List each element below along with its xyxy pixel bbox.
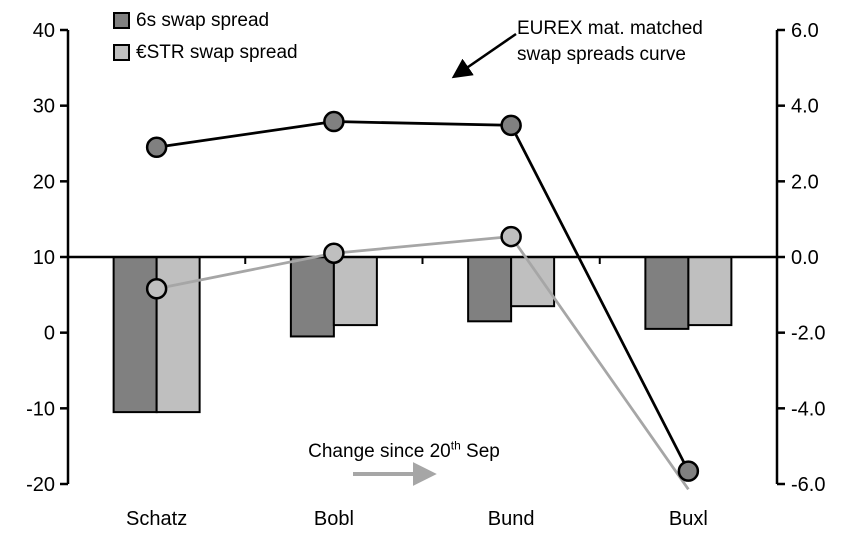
category-label-bund: Bund — [488, 508, 535, 530]
left-axis-tick-label: 10 — [33, 247, 55, 269]
bar-6s-swap-spread-bund — [467, 256, 513, 323]
plot-area: 403020100-10-206.04.02.00.0-2.0-4.0-6.0S… — [26, 20, 825, 530]
legend-item-estr: €STR swap spread — [113, 43, 298, 62]
bar-6s-swap-spread-bobl — [289, 256, 335, 338]
category-label-buxl: Buxl — [669, 508, 708, 530]
right-axis-tick-label: -2.0 — [791, 323, 825, 345]
change-annotation-text: Change since 20th Sep — [286, 438, 522, 463]
legend-swatch-6s-icon — [113, 12, 130, 29]
right-axis-tick-label: -4.0 — [791, 398, 825, 420]
chart-legend: 6s swap spread €STR swap spread — [113, 11, 298, 62]
marker-6s-swap-spread-level-buxl — [677, 460, 700, 482]
category-label-bobl: Bobl — [314, 508, 354, 530]
legend-item-6s: 6s swap spread — [113, 11, 298, 30]
marker-6s-swap-spread-level-schatz — [145, 136, 168, 159]
right-axis-tick-label: 0.0 — [791, 247, 819, 269]
right-axis-tick-label: 4.0 — [791, 96, 819, 118]
change-annotation-prefix: Change since 20 — [308, 441, 451, 462]
category-label-schatz: Schatz — [126, 508, 187, 530]
curve-annotation-text: EUREX mat. matched swap spreads curve — [517, 18, 703, 65]
marker-6s-swap-spread-level-bobl — [323, 110, 345, 133]
line-6s-swap-spread-level — [156, 120, 690, 472]
right-axis-tick-label: 2.0 — [791, 171, 819, 193]
left-axis-tick-label: 30 — [33, 96, 55, 118]
bar-6s-swap-spread-buxl — [644, 256, 690, 330]
marker-str-swap-spread-level-bobl — [323, 242, 345, 264]
marker-str-swap-spread-level-schatz — [145, 278, 168, 300]
bar-str-swap-spread-bobl — [332, 256, 378, 327]
left-axis-tick-label: -10 — [26, 398, 55, 420]
bar-str-swap-spread-buxl — [687, 256, 733, 327]
legend-swatch-estr-icon — [113, 44, 130, 61]
marker-6s-swap-spread-level-bund — [500, 114, 522, 137]
left-axis-tick-label: 0 — [44, 323, 55, 345]
right-axis-tick-label: 6.0 — [791, 20, 819, 42]
legend-label-6s: 6s swap spread — [136, 10, 270, 31]
change-annotation-suffix: Sep — [460, 441, 500, 462]
line-str-swap-spread-level — [156, 235, 690, 491]
marker-str-swap-spread-level-bund — [500, 225, 522, 248]
left-axis-tick-label: 20 — [33, 171, 55, 193]
right-axis-tick-label: -6.0 — [791, 474, 825, 496]
legend-label-estr: €STR swap spread — [136, 42, 298, 63]
left-axis-tick-label: 40 — [33, 20, 55, 42]
curve-annotation-arrow-icon — [451, 32, 517, 79]
left-axis-tick-label: -20 — [26, 474, 55, 496]
change-annotation-sup: th — [450, 438, 461, 453]
bar-str-swap-spread-bund — [510, 256, 556, 308]
